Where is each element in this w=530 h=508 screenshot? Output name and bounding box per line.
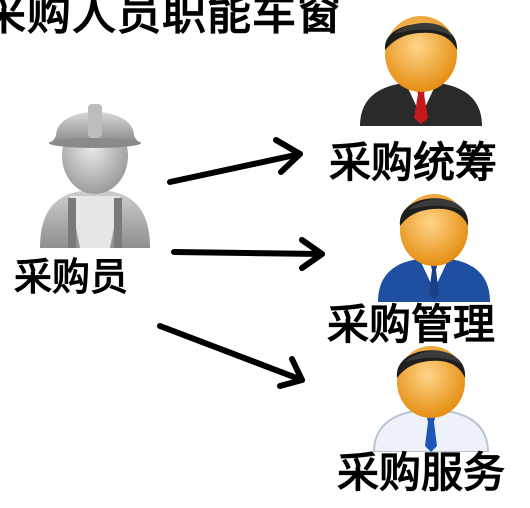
businessman-blue-suit-icon (378, 194, 490, 302)
arrow-to-planning (167, 137, 303, 185)
role-label-planning: 采购统筹 (329, 138, 498, 187)
arrow-to-management (171, 237, 325, 271)
businessman-white-shirt-icon (372, 346, 490, 452)
role-label-buyer: 采购员 (14, 255, 129, 299)
page-title: 采购人员职能车窗 (0, 0, 342, 40)
arrow-to-service (157, 323, 305, 389)
role-label-management: 采购管理 (327, 300, 496, 349)
businessman-red-tie-icon (360, 16, 482, 126)
construction-worker-icon (40, 104, 150, 248)
role-label-service: 采购服务 (337, 448, 506, 497)
